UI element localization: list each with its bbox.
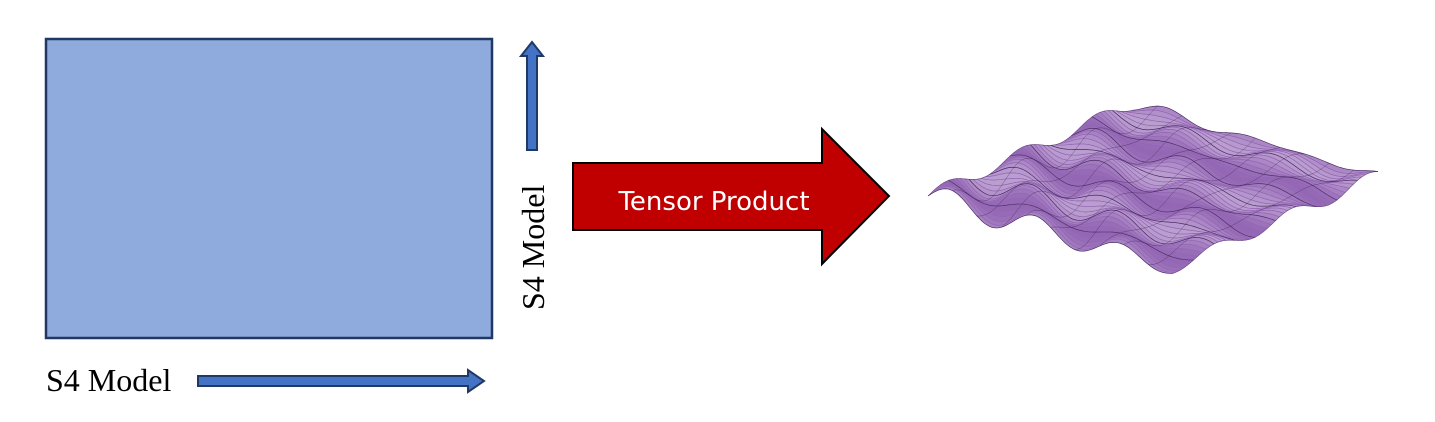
vertical-axis-label: S4 Model	[515, 185, 551, 310]
surface-mesh-line	[1050, 137, 1256, 228]
vertical-axis: S4 Model	[515, 40, 551, 310]
surface-mesh-line	[1025, 132, 1232, 218]
surface-mesh-line	[1074, 147, 1281, 250]
wave-surface-icon	[927, 105, 1379, 274]
right-arrow-icon	[197, 368, 486, 394]
surface-mesh-line	[1148, 169, 1354, 265]
input-block-rectangle	[44, 37, 494, 340]
surface-mesh-line	[952, 105, 1158, 202]
surface-mesh-line	[1123, 163, 1330, 247]
tensor-product-arrow: Tensor Product	[572, 126, 891, 267]
horizontal-axis: S4 Model	[46, 362, 486, 398]
up-arrow-icon	[518, 40, 546, 151]
surface-mesh-line	[1172, 171, 1378, 274]
surface-mesh-line	[1001, 127, 1207, 228]
surface-mesh-line	[1099, 153, 1305, 247]
block-arrow-shape	[572, 126, 891, 267]
tensor-product-label: Tensor Product	[617, 187, 809, 217]
surface-mesh-line	[927, 109, 1134, 197]
surface-mesh-line	[976, 115, 1183, 217]
horizontal-axis-label: S4 Model	[46, 362, 171, 398]
